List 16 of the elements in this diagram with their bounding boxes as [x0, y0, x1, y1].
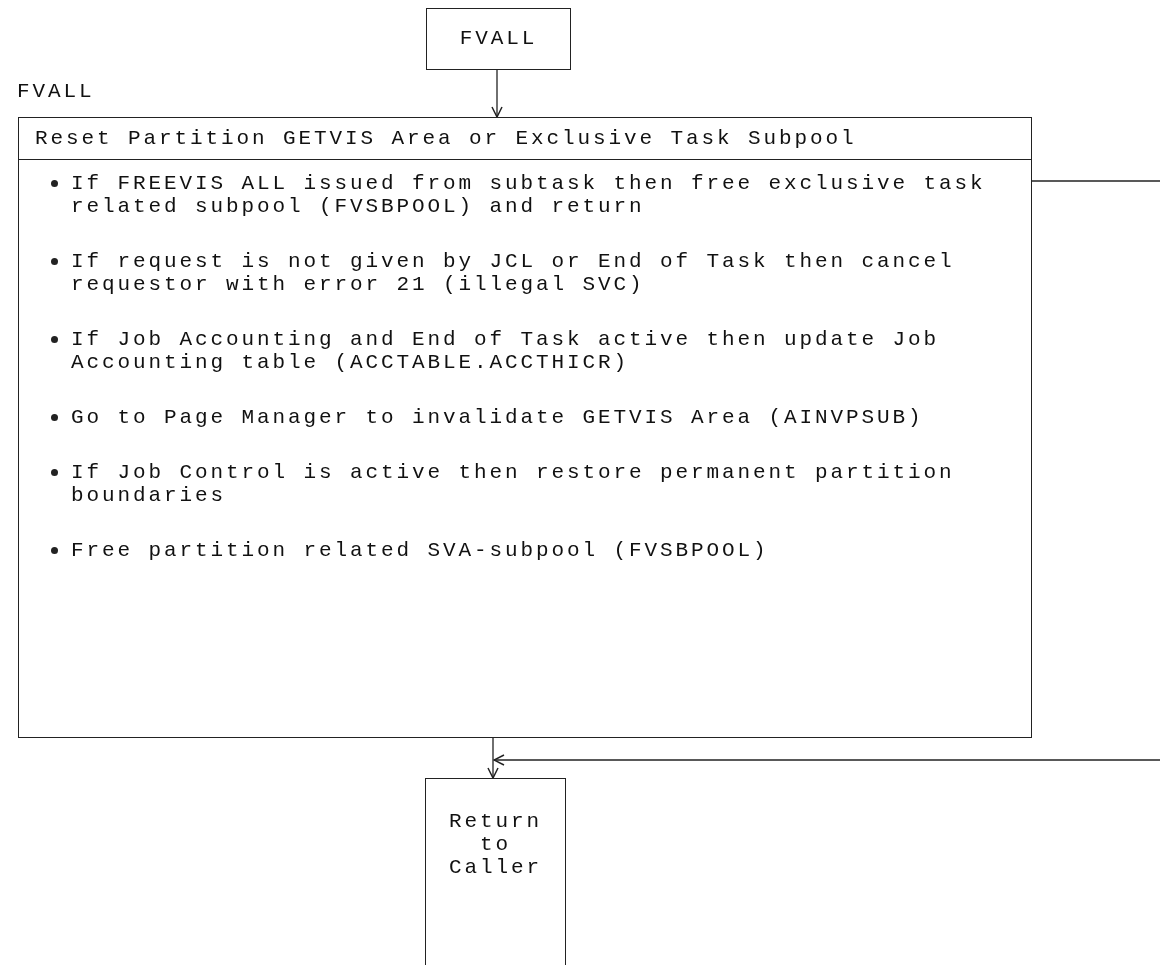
box-caption: FVALL	[17, 80, 95, 103]
box-label: FVALL	[458, 26, 539, 50]
process-box	[426, 8, 571, 70]
arrow	[491, 69, 503, 118]
connector-line	[1031, 180, 1160, 182]
arrow	[493, 754, 1160, 766]
arrow	[487, 737, 499, 779]
box-label: Return to Caller	[448, 809, 543, 879]
list-item-text: If FREEVIS ALL issued from subtask then free exclusive task related subpool (FVSBPOOL) and return	[71, 172, 986, 218]
process-box	[425, 778, 566, 965]
list-item-text: If request is not given by JCL or End of Task then cancel requestor with error 21 (illegal SVC)	[71, 250, 955, 296]
list-item-text: If Job Control is active then restore permanent partition boundaries	[71, 461, 955, 507]
box-heading: Reset Partition GETVIS Area or Exclusive Task Subpool	[19, 118, 1031, 160]
list-item-text: If Job Accounting and End of Task active then update Job Accounting table (ACCTABLE.ACCTHICR)	[71, 328, 940, 374]
list-item-text: Go to Page Manager to invalidate GETVIS Area (AINVPSUB)	[71, 406, 924, 429]
list-item-text: Free partition related SVA-subpool (FVSBPOOL)	[71, 539, 769, 562]
